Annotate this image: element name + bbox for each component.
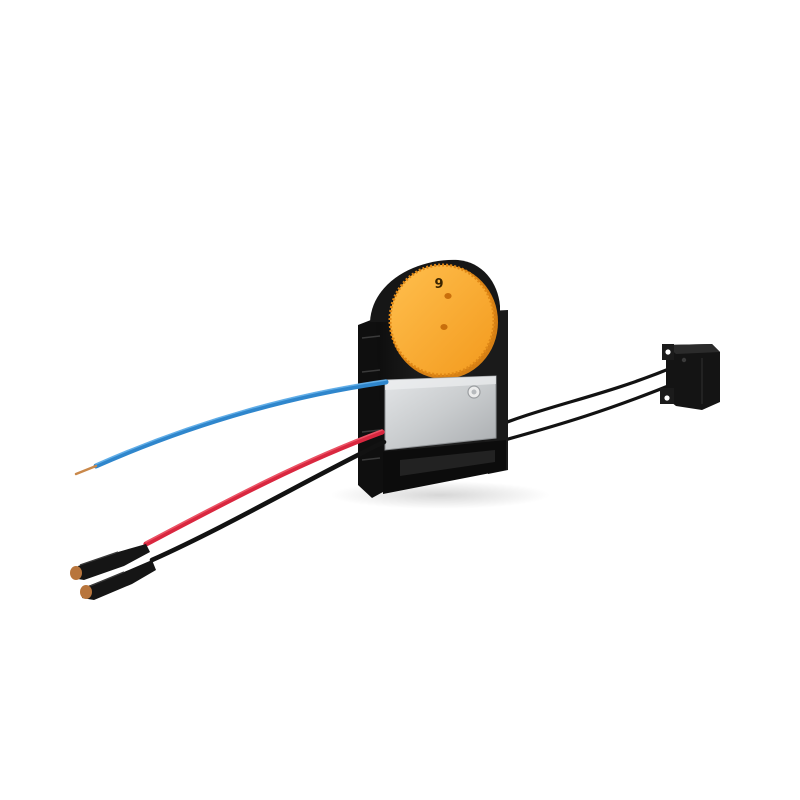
black-wire-terminal — [80, 560, 156, 600]
black-wire-pair — [480, 364, 685, 446]
red-wire-terminal — [70, 544, 150, 580]
blue-wire — [74, 379, 389, 476]
speed-dial[interactable]: 6 — [388, 263, 498, 379]
copper-tip-icon — [74, 464, 98, 476]
red-wire — [143, 429, 385, 547]
dial-hole-icon — [440, 324, 448, 330]
connector-block — [660, 344, 720, 410]
dial-hole-icon — [444, 293, 452, 299]
black-wire — [149, 439, 387, 563]
dial-number: 6 — [434, 274, 443, 289]
metal-plate — [384, 375, 497, 451]
